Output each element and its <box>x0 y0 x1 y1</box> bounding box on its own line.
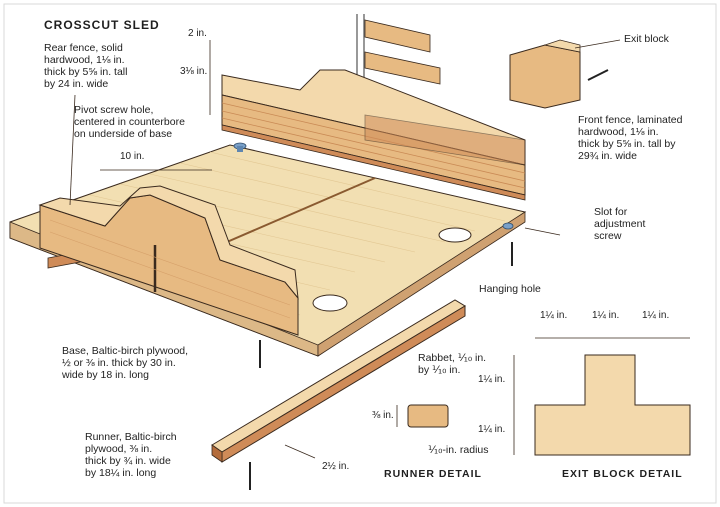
label-rabbet: Rabbet, ⅒ in. by ⅒ in. <box>418 352 487 376</box>
dim-10in: 10 in. <box>120 151 145 162</box>
runner <box>211 299 466 463</box>
label-rear-fence: Rear fence, solid hardwood, 1⅛ in. thick… <box>44 42 128 90</box>
dim-exit-side-1: 1¼ in. <box>478 374 506 385</box>
diagram-title: CROSSCUT SLED <box>44 18 160 32</box>
front-fence <box>221 19 526 201</box>
label-hanging-hole: Hanging hole <box>479 283 541 295</box>
rear-fence <box>38 185 299 336</box>
label-front-fence: Front fence, laminated hardwood, 1⅛ in. … <box>578 114 683 162</box>
label-base: Base, Baltic-birch plywood, ½ or ⅜ in. t… <box>62 345 189 381</box>
exit-block-detail-title: EXIT BLOCK DETAIL <box>562 468 683 480</box>
dim-3in: 3⅛ in. <box>180 66 208 77</box>
dim-2in: 2 in. <box>188 28 207 39</box>
label-exit-block: Exit block <box>624 33 669 45</box>
label-pivot-screw: Pivot screw hole, centered in counterbor… <box>74 104 185 140</box>
dim-exit-top-2: 1¼ in. <box>592 310 620 321</box>
dim-2-half: 2½ in. <box>322 461 350 472</box>
label-slot: Slot for adjustment screw <box>594 206 646 242</box>
dim-runner-height: ⅜ in. <box>372 410 394 421</box>
label-radius: ⅒-in. radius <box>428 444 489 456</box>
exit-block-detail-profile <box>513 337 691 456</box>
leader-lines <box>69 39 621 459</box>
runner-detail-title: RUNNER DETAIL <box>384 468 482 480</box>
dim-exit-top-3: 1¼ in. <box>642 310 670 321</box>
exit-block <box>509 39 609 109</box>
dim-exit-top-1: 1¼ in. <box>540 310 568 321</box>
dim-exit-side-2: 1¼ in. <box>478 424 506 435</box>
runner-detail-profile <box>396 404 449 428</box>
label-runner: Runner, Baltic-birch plywood, ⅜ in. thic… <box>85 431 177 479</box>
